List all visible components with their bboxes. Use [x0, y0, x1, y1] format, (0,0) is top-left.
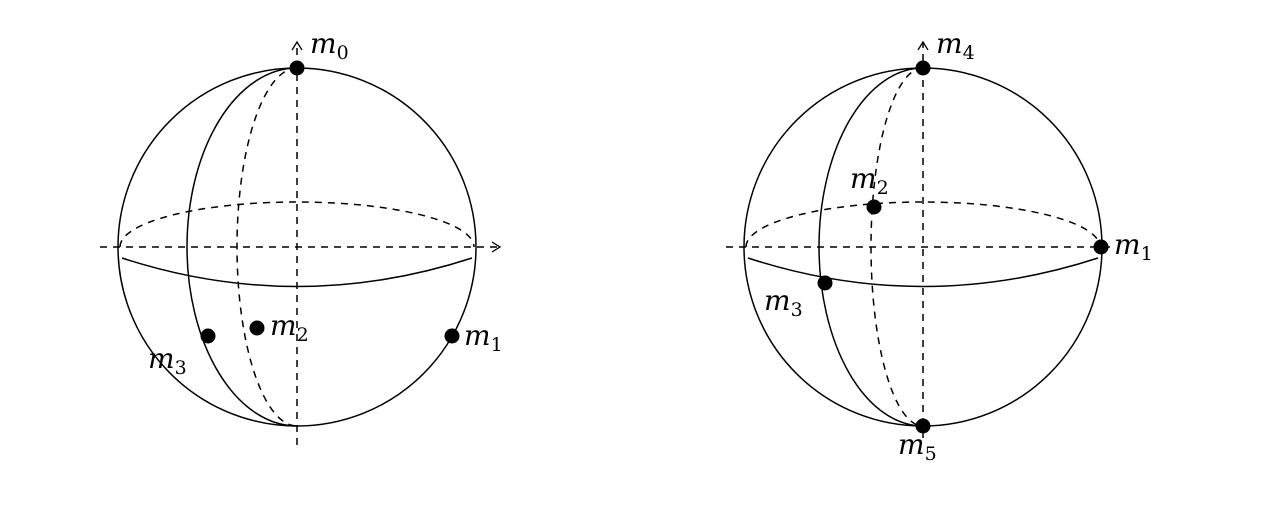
point-m1	[444, 328, 460, 344]
label-m5: m5	[898, 428, 937, 465]
point-m0	[289, 60, 305, 76]
left-points	[200, 60, 460, 344]
point-m3-right	[817, 275, 833, 291]
label-m2: m2	[270, 309, 309, 346]
right-sphere	[726, 40, 1110, 438]
point-m2	[249, 320, 265, 336]
right-meridian-dashed	[870, 67, 924, 427]
right-equator-front	[747, 257, 1099, 288]
left-meridian-dashed	[236, 67, 298, 427]
label-m0: m0	[310, 27, 349, 64]
right-meridian-solid	[818, 67, 924, 427]
left-meridian-solid	[186, 67, 298, 427]
label-m1: m1	[464, 319, 503, 356]
left-equator-front	[121, 257, 473, 288]
point-m3	[200, 328, 216, 344]
right-points	[817, 60, 1109, 434]
point-m4	[915, 60, 931, 76]
label-m1-right: m1	[1114, 228, 1153, 265]
point-m5	[915, 418, 931, 434]
label-m3-right: m3	[764, 284, 803, 321]
right-equator-back	[745, 201, 1101, 248]
label-m3: m3	[148, 342, 187, 379]
left-equator-back	[119, 201, 475, 248]
label-m4: m4	[936, 27, 975, 64]
point-m2-right	[866, 199, 882, 215]
point-m1-right	[1093, 239, 1109, 255]
label-m2-right: m2	[850, 162, 889, 199]
left-sphere	[100, 40, 502, 445]
